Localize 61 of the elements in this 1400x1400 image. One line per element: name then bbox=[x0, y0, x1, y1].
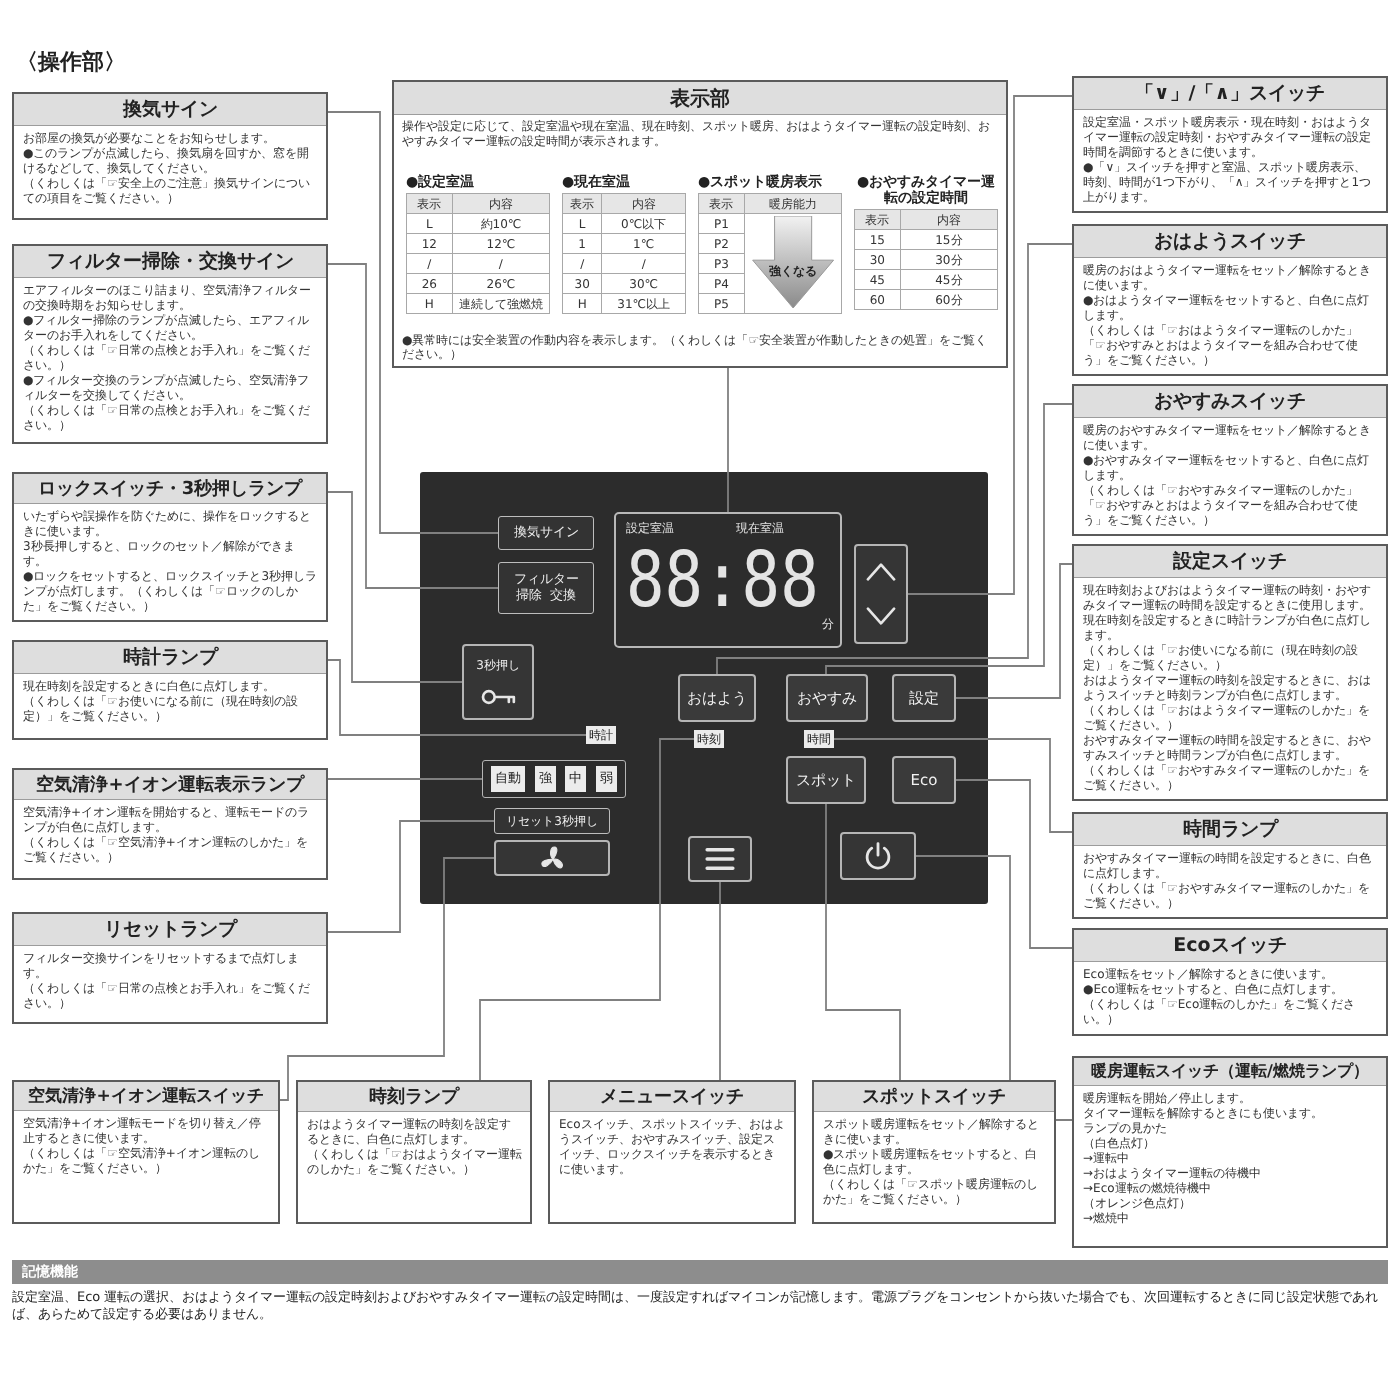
callout-heading: Ecoスイッチ bbox=[1074, 930, 1386, 962]
leader-line bbox=[327, 111, 499, 534]
leader-line bbox=[955, 779, 1073, 949]
callout-heading: 「∨」/「∧」スイッチ bbox=[1074, 78, 1386, 110]
leader-line bbox=[825, 403, 1073, 675]
callout-heading: リセットランプ bbox=[14, 914, 326, 946]
callout-box bbox=[12, 768, 328, 880]
leader-line bbox=[327, 659, 587, 736]
callout-box bbox=[812, 1080, 1056, 1224]
leader-line bbox=[716, 243, 1073, 675]
callout-heading: 換気サイン bbox=[14, 94, 326, 126]
leader-line bbox=[327, 491, 463, 683]
callout-heading: 時間ランプ bbox=[1074, 814, 1386, 846]
leader-line bbox=[955, 563, 1073, 699]
callout-box bbox=[1072, 384, 1388, 536]
menu-button bbox=[688, 836, 752, 882]
callout-box bbox=[12, 244, 328, 444]
callout-box bbox=[296, 1080, 532, 1224]
leader-line bbox=[825, 803, 901, 1081]
control-panel bbox=[420, 472, 988, 904]
leader-line bbox=[279, 857, 495, 1101]
callout-box bbox=[12, 472, 328, 623]
callout-heading: 空気清浄+イオン運転表示ランプ bbox=[14, 770, 326, 801]
leader-line bbox=[327, 820, 495, 933]
callout-heading: おはようスイッチ bbox=[1074, 226, 1386, 258]
callout-box bbox=[1072, 1056, 1388, 1248]
callout-box bbox=[1072, 544, 1388, 801]
callout-heading: 時刻ランプ bbox=[298, 1082, 530, 1113]
callout-box bbox=[12, 912, 328, 1024]
callout-heading: 暖房運転スイッチ（運転/燃焼ランプ） bbox=[1074, 1058, 1386, 1086]
leader-line bbox=[327, 263, 499, 589]
leader-line bbox=[719, 881, 721, 1081]
callout-box bbox=[1072, 76, 1388, 213]
callout-box bbox=[12, 92, 328, 220]
leader-line bbox=[479, 738, 695, 1081]
callout-heading: フィルター掃除・交換サイン bbox=[14, 246, 326, 278]
callout-heading: ロックスイッチ・3秒押しランプ bbox=[14, 474, 326, 505]
mode-lamp-group bbox=[482, 760, 626, 798]
callout-heading: 設定スイッチ bbox=[1074, 546, 1386, 578]
fan-button bbox=[494, 840, 610, 876]
leader-line bbox=[727, 367, 729, 513]
callout-box bbox=[12, 1080, 280, 1224]
lcd-display bbox=[614, 512, 842, 648]
callout-heading: 空気清浄+イオン運転スイッチ bbox=[14, 1082, 278, 1112]
callout-box bbox=[1072, 224, 1388, 376]
callout-heading: おやすみスイッチ bbox=[1074, 386, 1386, 418]
sign-lamp bbox=[498, 562, 594, 614]
callout-heading: 表示部 bbox=[394, 82, 1006, 115]
callout-box bbox=[392, 80, 1008, 368]
leader-line bbox=[327, 778, 483, 780]
callout-heading: 時計ランプ bbox=[14, 642, 326, 674]
page-title: 〈操作部〉 bbox=[16, 50, 126, 77]
callout-box bbox=[548, 1080, 796, 1224]
callout-box bbox=[12, 640, 328, 740]
leader-line bbox=[907, 95, 1073, 595]
callout-box bbox=[1072, 928, 1388, 1036]
callout-box bbox=[1072, 812, 1388, 919]
callout-heading: スポットスイッチ bbox=[814, 1082, 1054, 1113]
power-button bbox=[840, 832, 916, 880]
callout-heading: メニュースイッチ bbox=[550, 1082, 794, 1113]
segment-digits: 88:88 bbox=[626, 542, 819, 619]
